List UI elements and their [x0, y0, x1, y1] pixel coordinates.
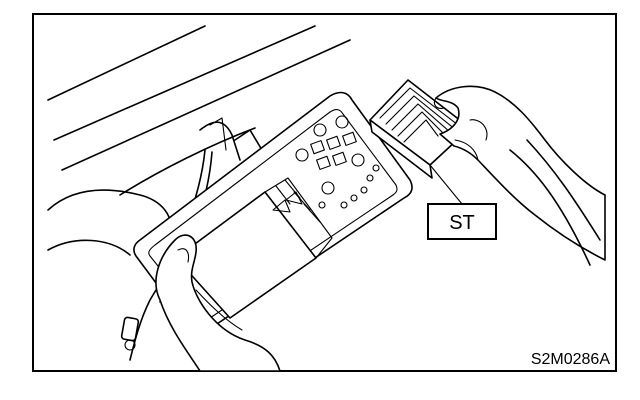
st-callout-label: ST — [449, 212, 475, 234]
right-hand — [433, 85, 606, 266]
cartridge — [369, 79, 471, 179]
scan-tool-keypad — [295, 115, 380, 209]
dashboard-outline — [47, 25, 351, 256]
st-callout-box — [427, 203, 497, 240]
callout-leader — [429, 164, 463, 205]
left-hand — [155, 234, 281, 372]
scan-tool-display — [175, 177, 333, 319]
figure-code: S2M0286A — [531, 351, 610, 368]
